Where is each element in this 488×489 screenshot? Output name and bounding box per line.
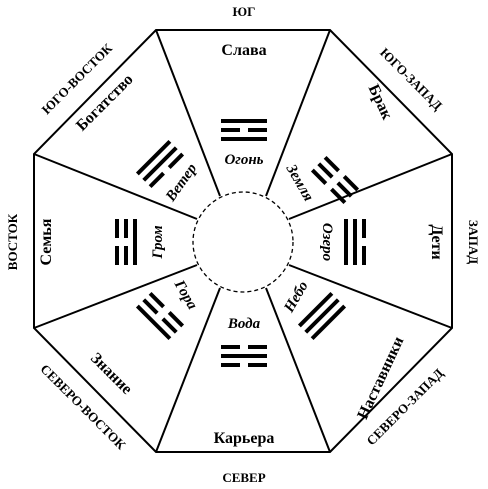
trigram-broken-line: [362, 246, 366, 265]
trigram-solid-line: [135, 139, 172, 176]
trigram-broken-line: [248, 363, 267, 367]
direction-south: ЮГ: [233, 4, 256, 19]
trigram-broken-line: [248, 128, 267, 132]
area-family: Семья: [38, 218, 55, 265]
trigram-broken-line: [317, 162, 334, 179]
trigram-broken-line: [124, 246, 128, 265]
trigram-broken-line: [221, 363, 240, 367]
trigram-broken-line: [142, 298, 159, 315]
trigram-broken-line: [115, 219, 119, 238]
trigram-broken-line: [115, 246, 119, 265]
trigram-symbol-top-left: [135, 139, 185, 189]
trigram-symbol-left: [115, 219, 137, 265]
trigram-solid-line: [310, 304, 347, 341]
trigram-solid-line: [133, 219, 137, 265]
trigram-solid-line: [142, 146, 178, 182]
trigram-name-fire: Огонь: [224, 152, 263, 168]
area-fame: Слава: [221, 42, 266, 59]
trigram-broken-line: [221, 345, 240, 349]
trigram-symbol-bottom-left: [135, 291, 185, 341]
trigram-broken-line: [362, 219, 366, 238]
trigram-solid-line: [297, 291, 334, 328]
trigram-symbol-bottom: [221, 345, 267, 367]
direction-north: СЕВЕР: [222, 470, 265, 485]
trigram-solid-line: [221, 137, 267, 141]
trigram-broken-line: [330, 187, 347, 205]
direction-east: ВОСТОК: [5, 213, 20, 270]
sector-dividers: [33, 29, 453, 453]
trigram-broken-line: [167, 311, 185, 328]
trigram-name-heaven: Небо: [281, 279, 312, 316]
trigram-broken-line: [148, 171, 165, 189]
direction-west: ЗАПАД: [466, 220, 481, 264]
trigram-broken-line: [342, 175, 360, 192]
trigram-solid-line: [304, 298, 340, 334]
center-circle: [192, 191, 294, 293]
trigram-solid-line: [221, 119, 267, 123]
trigram-name-lake: Озеро: [319, 223, 335, 261]
trigram-broken-line: [124, 219, 128, 238]
trigram-broken-line: [336, 181, 353, 198]
area-marriage: Брак: [365, 82, 396, 123]
trigram-name-thunder: Гром: [150, 225, 166, 259]
trigram-name-earth: Земля: [282, 161, 316, 204]
trigram-name-wind: Ветер: [163, 160, 201, 205]
trigram-broken-line: [310, 168, 328, 185]
trigram-solid-line: [135, 304, 172, 341]
trigram-name-water: Вода: [227, 316, 261, 332]
trigram-solid-line: [344, 219, 348, 265]
trigram-broken-line: [148, 291, 165, 309]
trigram-symbol-right: [344, 219, 366, 265]
trigram-broken-line: [248, 345, 267, 349]
trigram-solid-line: [221, 354, 267, 358]
trigram-symbol-top-right: [310, 155, 360, 205]
trigram-symbol-top: [221, 119, 267, 141]
trigram-symbol-bottom-right: [297, 291, 347, 341]
trigram-broken-line: [221, 128, 240, 132]
area-career: Карьера: [214, 430, 275, 447]
trigram-broken-line: [161, 317, 178, 334]
trigram-solid-line: [353, 219, 357, 265]
area-children: Дети: [428, 224, 445, 259]
trigram-name-mountain: Гора: [170, 277, 200, 313]
trigram-broken-line: [167, 152, 185, 169]
trigram-broken-line: [323, 155, 340, 173]
